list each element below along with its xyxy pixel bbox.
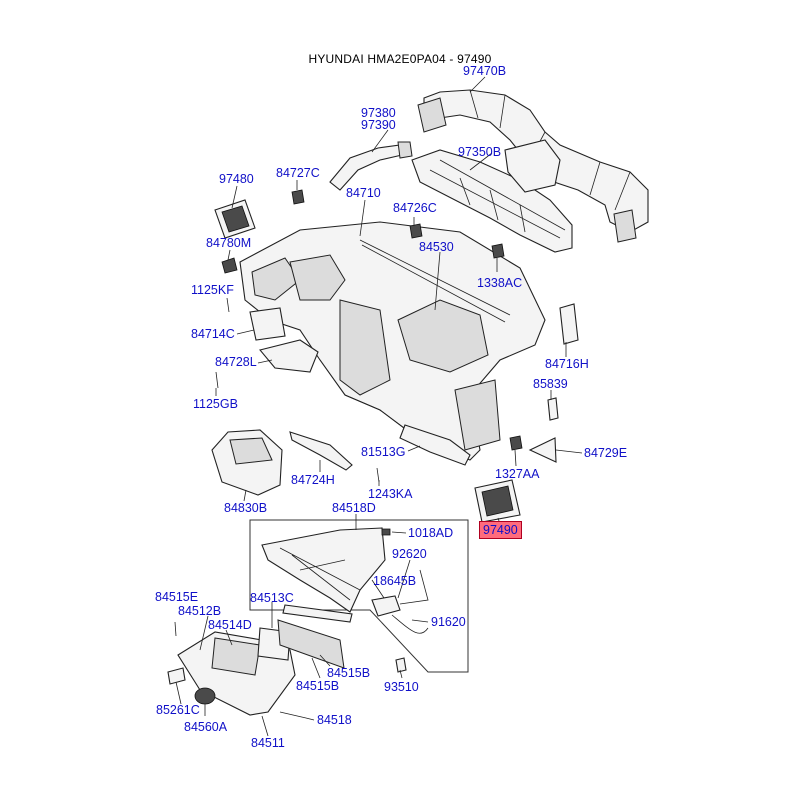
harness-92620-art [371, 595, 401, 617]
part-label-84714C[interactable]: 84714C [191, 327, 235, 341]
part-label-92620[interactable]: 92620 [392, 547, 427, 561]
switch-84780M-art [221, 257, 238, 274]
pad-85261C-art [167, 667, 186, 685]
screw-84515E-art [174, 621, 177, 637]
part-label-84512B[interactable]: 84512B [178, 604, 222, 618]
part-label-84511[interactable]: 84511 [251, 736, 285, 750]
cover-84514D-art [277, 619, 345, 669]
bracket-81513G-art [399, 424, 471, 466]
nut-1327AA-art [509, 435, 523, 451]
harness-91620-art [391, 614, 429, 634]
page-title: HYUNDAI HMA2E0PA04 - 97490 [308, 52, 492, 66]
glove-box-housing-84518D-art [261, 527, 386, 613]
part-label-97470B[interactable]: 97470B [463, 64, 507, 78]
duct-97380-art [329, 141, 413, 191]
part-label-97480[interactable]: 97480 [219, 172, 254, 186]
bracket-84714C-art [249, 307, 286, 341]
part-label-91620[interactable]: 91620 [431, 615, 466, 629]
part-label-18645B[interactable]: 18645B [373, 574, 417, 588]
part-label-84515B-lower[interactable]: 84515B [296, 679, 340, 693]
duct-97350B-art [411, 139, 573, 253]
part-label-84716H[interactable]: 84716H [545, 357, 589, 371]
bracket-84728L-art [259, 339, 319, 373]
part-label-1243KA[interactable]: 1243KA [368, 487, 413, 501]
cover-85839-art [547, 397, 559, 421]
vent-97490-art [474, 479, 521, 523]
part-label-97380[interactable]: 97380 [361, 106, 396, 120]
screw-1243KA-art [376, 467, 380, 483]
lamp-93510-art [395, 657, 407, 673]
part-label-93510[interactable]: 93510 [384, 680, 419, 694]
part-label-84518D[interactable]: 84518D [332, 501, 376, 515]
clip-84727C-art [291, 189, 305, 205]
cluster-housing-84830B-art [211, 429, 283, 496]
part-label-84830B[interactable]: 84830B [224, 501, 268, 515]
part-label-84515B-right[interactable]: 84515B [327, 666, 371, 680]
part-label-84780M[interactable]: 84780M [206, 236, 252, 250]
leader-lines [175, 76, 583, 737]
bracket-84724H-art [289, 431, 353, 471]
part-label-1125GB[interactable]: 1125GB [193, 397, 238, 411]
strip-84515B-art [282, 604, 353, 623]
nut-1338AC-art [491, 243, 505, 259]
cover-84729E-art [528, 437, 557, 463]
part-label-1018AD[interactable]: 1018AD [408, 526, 454, 540]
part-label-97490-highlighted[interactable]: 97490 [479, 521, 522, 539]
glove-box-group-frame [249, 519, 469, 673]
part-label-84513C[interactable]: 84513C [250, 591, 294, 605]
part-label-84560A[interactable]: 84560A [184, 720, 228, 734]
part-label-97350B[interactable]: 97350B [458, 145, 502, 159]
part-label-84530[interactable]: 84530 [419, 240, 454, 254]
damper-84560A-art [194, 687, 216, 705]
screw-1125KF-art [226, 297, 230, 313]
pin-84518-art [279, 711, 307, 719]
vent-97480-art [214, 199, 256, 239]
part-label-1327AA[interactable]: 1327AA [495, 467, 540, 481]
bracket-84716H-art [559, 303, 579, 345]
crash-pad-84710-art [239, 221, 546, 461]
part-label-84724H[interactable]: 84724H [291, 473, 335, 487]
screw-1018AD-art [381, 528, 391, 536]
part-label-85261C[interactable]: 85261C [156, 703, 200, 717]
part-label-97390[interactable]: 97390 [361, 118, 396, 132]
part-label-84514D[interactable]: 84514D [208, 618, 252, 632]
part-label-84710[interactable]: 84710 [346, 186, 381, 200]
part-label-84518[interactable]: 84518 [317, 713, 352, 727]
clip-84726C-art [409, 223, 423, 239]
part-label-81513G[interactable]: 81513G [361, 445, 406, 459]
part-label-1338AC[interactable]: 1338AC [477, 276, 523, 290]
screw-1125GB-art [215, 371, 219, 389]
part-label-1125KF[interactable]: 1125KF [191, 283, 234, 297]
part-label-84729E[interactable]: 84729E [584, 446, 628, 460]
part-label-84726C[interactable]: 84726C [393, 201, 437, 215]
part-label-84727C[interactable]: 84727C [276, 166, 320, 180]
part-label-84728L[interactable]: 84728L [215, 355, 257, 369]
part-label-84515E[interactable]: 84515E [155, 590, 199, 604]
part-label-85839[interactable]: 85839 [533, 377, 568, 391]
